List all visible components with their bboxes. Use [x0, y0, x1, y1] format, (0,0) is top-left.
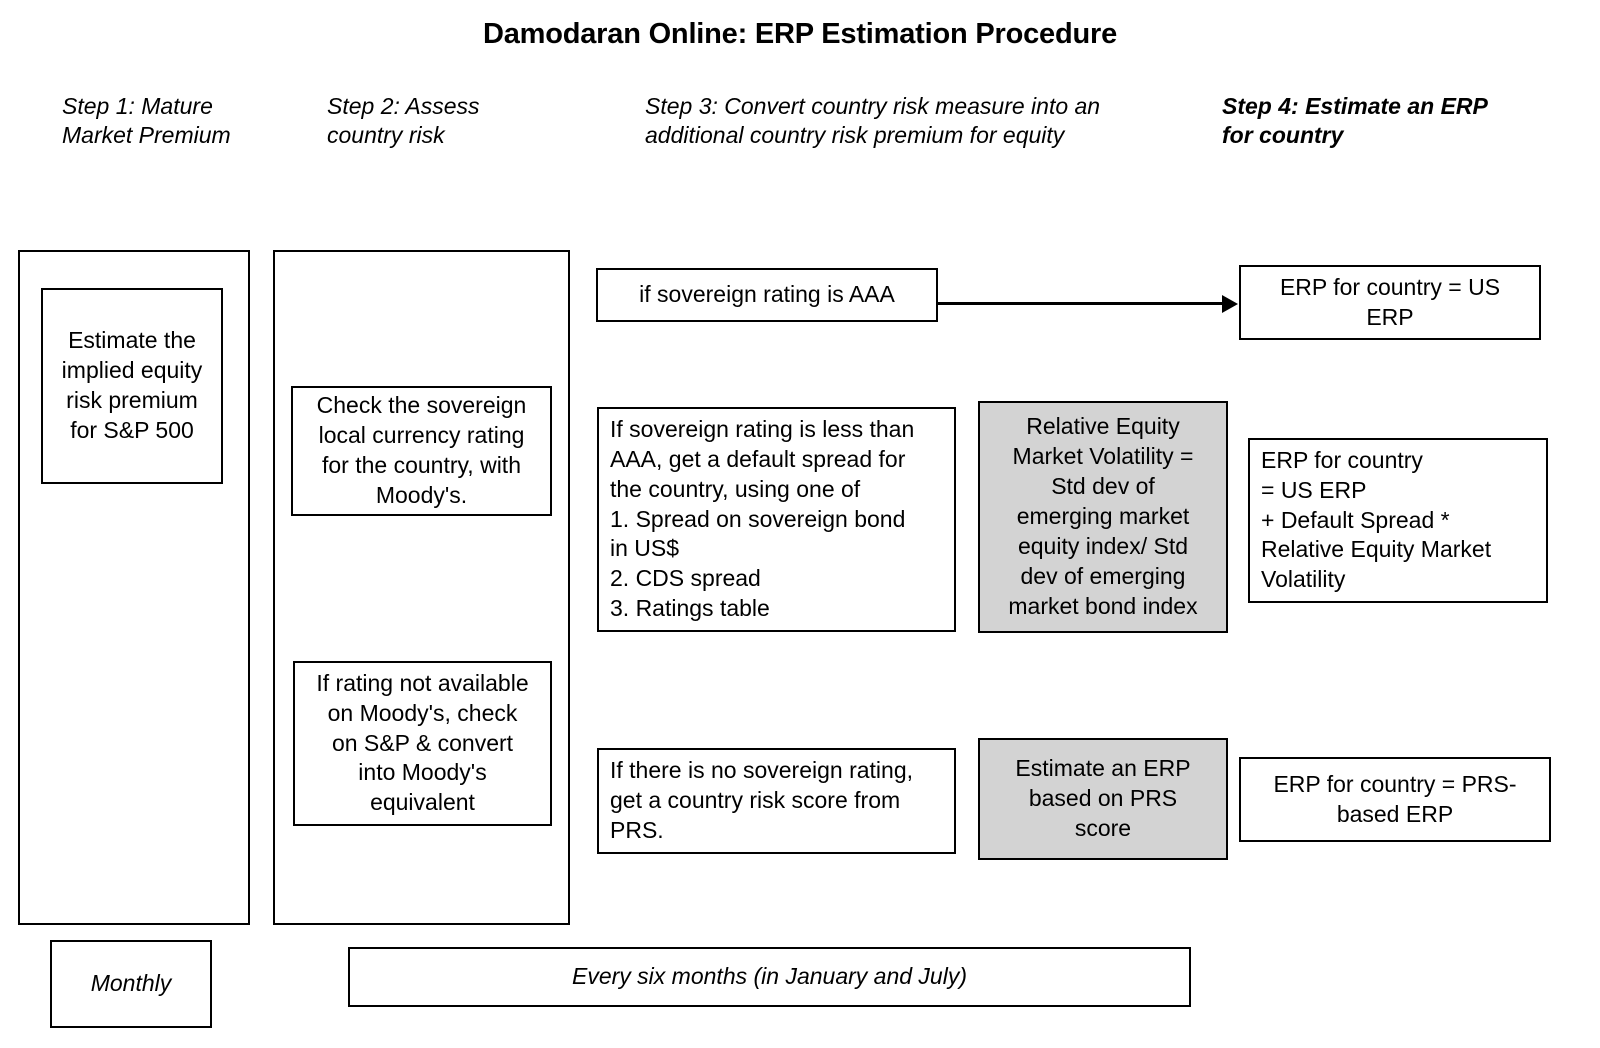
arrow-aaa-to-us-erp-line: [938, 302, 1226, 305]
box-implied-equity-risk-premium[interactable]: Estimate the implied equity risk premium…: [41, 288, 223, 484]
box-frequency-every-six-months[interactable]: Every six months (in January and July): [348, 947, 1191, 1007]
box-sovereign-rating-less-than-aaa[interactable]: If sovereign rating is less than AAA, ge…: [597, 407, 956, 632]
box-erp-equals-us-erp[interactable]: ERP for country = US ERP: [1239, 265, 1541, 340]
box-estimate-erp-prs-score[interactable]: Estimate an ERP based on PRS score: [978, 738, 1228, 860]
step-3-header: Step 3: Convert country risk measure int…: [645, 93, 1101, 149]
step-1-header: Step 1: Mature Market Premium: [62, 93, 231, 149]
box-rating-not-available[interactable]: If rating not available on Moody's, chec…: [293, 661, 552, 826]
box-if-sovereign-rating-aaa[interactable]: if sovereign rating is AAA: [596, 268, 938, 322]
box-check-sovereign-rating[interactable]: Check the sovereign local currency ratin…: [291, 386, 552, 516]
box-relative-equity-market-volatility[interactable]: Relative Equity Market Volatility = Std …: [978, 401, 1228, 633]
arrow-aaa-to-us-erp-head: [1222, 295, 1238, 313]
box-erp-prs-based[interactable]: ERP for country = PRS- based ERP: [1239, 757, 1551, 842]
step-4-header: Step 4: Estimate an ERP for country: [1222, 93, 1488, 149]
step-2-header: Step 2: Assess country risk: [327, 93, 480, 149]
box-erp-us-plus-default-spread[interactable]: ERP for country = US ERP + Default Sprea…: [1248, 438, 1548, 603]
box-frequency-monthly[interactable]: Monthly: [50, 940, 212, 1028]
page-title: Damodaran Online: ERP Estimation Procedu…: [482, 18, 1118, 50]
box-no-sovereign-rating[interactable]: If there is no sovereign rating, get a c…: [597, 748, 956, 854]
